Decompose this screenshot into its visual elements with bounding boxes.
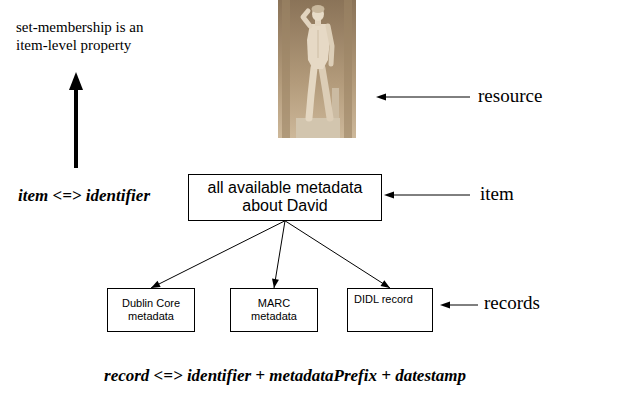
connector-arrow — [285, 221, 390, 288]
connector-line — [151, 221, 285, 288]
box-text: Dublin Core metadata — [114, 297, 188, 322]
connector-line — [285, 221, 390, 288]
annotation-label: item — [480, 183, 580, 206]
david-statue — [278, 0, 356, 138]
leader-arrow — [384, 192, 470, 199]
annotation-label: record <=> identifier + metadataPrefix +… — [20, 366, 550, 386]
connector-line — [274, 221, 285, 288]
connector-arrow — [272, 221, 285, 288]
annotation-label: item <=> identifier — [18, 186, 186, 206]
leader-arrow — [440, 302, 478, 309]
metadata-box: DIDL record — [347, 288, 433, 332]
annotation-label: records — [484, 292, 604, 315]
box-text: all available metadata about David — [195, 179, 375, 216]
arrow-head — [151, 281, 161, 288]
arrow-head — [381, 280, 390, 288]
box-text: DIDL record — [354, 293, 413, 306]
box-text: MARC metadata — [237, 297, 311, 322]
arrow-head — [272, 279, 279, 288]
metadata-box: all available metadata about David — [188, 174, 382, 221]
annotation-label: resource — [478, 85, 598, 108]
set-membership-arrow — [69, 72, 83, 168]
metadata-box: Dublin Core metadata — [107, 288, 195, 332]
connector-arrow — [151, 221, 285, 288]
annotation-label: set-membership is an item-level property — [16, 18, 166, 54]
leader-arrow — [376, 94, 470, 101]
metadata-box: MARC metadata — [230, 288, 318, 332]
